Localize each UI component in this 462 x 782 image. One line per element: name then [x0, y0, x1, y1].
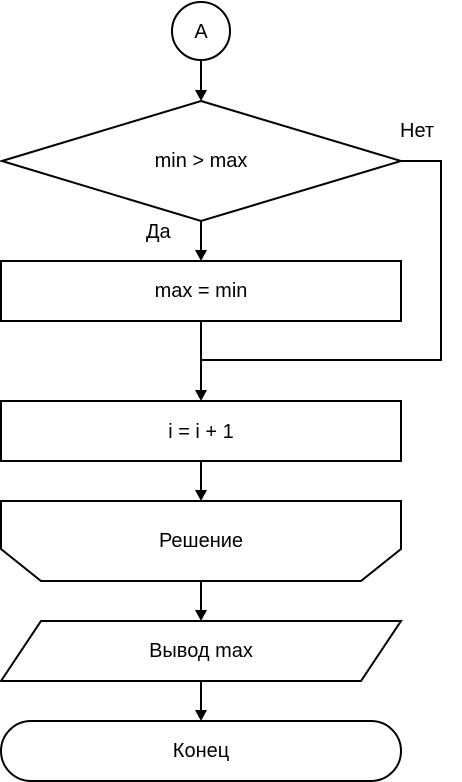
- output-node[interactable]: Вывод max: [0, 620, 403, 682]
- process-increment[interactable]: i = i + 1: [0, 400, 402, 462]
- decision-no-label: Нет: [400, 120, 434, 142]
- edge-start-to-decision: [195, 60, 207, 101]
- loop-end-node[interactable]: Решение: [0, 500, 402, 582]
- loop-end-label: Решение: [159, 530, 243, 552]
- process-assign-max[interactable]: max = min: [0, 260, 402, 322]
- process-assign-max-label: max = min: [155, 280, 248, 302]
- edge-increment-to-loop-end: [195, 461, 207, 501]
- decision-yes-label: Да: [146, 221, 172, 243]
- output-label: Вывод max: [149, 640, 253, 662]
- start-connector-label: A: [194, 21, 208, 43]
- edge-no-bypass: [201, 160, 442, 361]
- end-terminator[interactable]: Конец: [0, 720, 402, 782]
- edge-loop-end-to-output: [195, 581, 207, 621]
- edge-assign-to-increment: [195, 321, 207, 401]
- start-connector[interactable]: A: [171, 1, 231, 61]
- end-terminator-label: Конец: [173, 740, 229, 762]
- edge-output-to-end: [195, 681, 207, 721]
- edge-yes-to-assign: [195, 221, 207, 261]
- decision-node[interactable]: min > max: [0, 99, 405, 223]
- decision-condition: min > max: [155, 150, 248, 172]
- process-increment-label: i = i + 1: [168, 421, 234, 443]
